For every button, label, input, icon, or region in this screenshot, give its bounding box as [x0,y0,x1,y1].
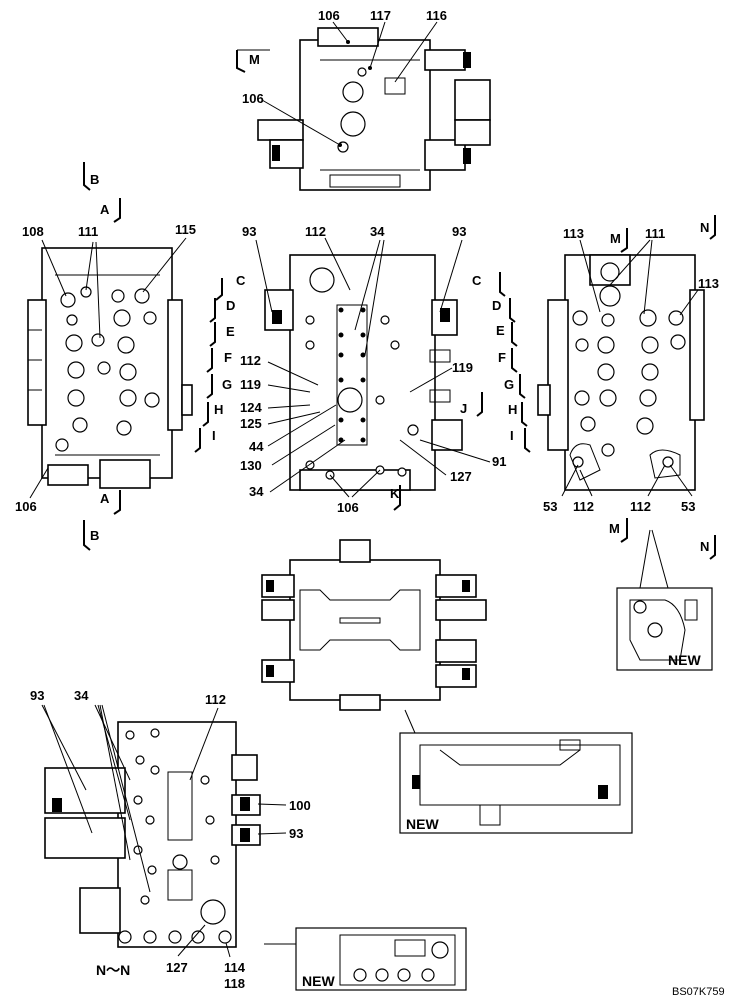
callout-115: 115 [175,222,196,237]
callout-125: 125 [240,416,262,431]
callout-34-center-top: 34 [370,224,385,239]
callout-112-center-left: 112 [240,353,261,368]
callout-106-left: 106 [15,499,37,514]
section-mark-k: K [390,486,400,501]
callout-93-nn-right: 93 [289,826,303,841]
section-mark-j: J [460,401,467,416]
callout-108: 108 [22,224,44,239]
top-view: 106 117 116 106 M [236,8,491,191]
callout-127-center: 127 [450,469,472,484]
center-valve-blocks [336,304,368,446]
callout-113-top: 113 [563,226,584,241]
new-tag-bottom: NEW [302,973,335,989]
callout-116: 116 [426,8,447,23]
inset-new-right: NEW [616,529,713,671]
callout-112-nn: 112 [205,692,226,707]
callout-119-center-left: 119 [240,377,261,392]
section-mark-n-top: N [700,220,709,235]
section-mark-d-left: D [226,298,235,313]
section-mark-i-right: I [510,428,514,443]
nn-bolt-holes [125,728,220,905]
section-mark-c-right: C [472,273,482,288]
callout-113-right: 113 [698,276,719,291]
callout-91: 91 [492,454,506,469]
callout-53-left: 53 [543,499,557,514]
callout-93-center-left: 93 [242,224,256,239]
section-mark-b-bottom: B [90,528,99,543]
section-mark-c-left: C [236,273,246,288]
section-mark-b-top: B [90,172,99,187]
section-mark-d-right: D [492,298,501,313]
left-port-holes [55,286,160,452]
callout-114: 114 [224,960,246,975]
callout-44: 44 [249,439,264,454]
section-mark-m-right-top: M [610,231,621,246]
inset-new-bottom: NEW [264,927,467,991]
drawing-code: BS07K759 [672,986,725,998]
callout-112-right-a: 112 [573,499,594,514]
callout-93-nn-top: 93 [30,688,44,703]
callout-119-center-right: 119 [452,360,473,375]
callout-112-center: 112 [305,224,326,239]
right-port-holes [572,309,686,468]
callout-100: 100 [289,798,311,813]
callout-127-nn: 127 [166,960,188,975]
nn-view-caption: N～N [96,962,130,978]
section-mark-n-bottom: N [700,539,709,554]
section-mark-m-right-bottom: M [609,521,620,536]
section-mark-i-left: I [212,428,216,443]
section-mark-h-right: H [508,402,517,417]
left-view: 108 111 115 106 B A A B [15,162,196,551]
section-mark-g-right: G [504,377,514,392]
section-mark-a-top: A [100,202,110,217]
callout-111-right: 111 [645,226,665,241]
new-tag-middle: NEW [406,816,439,832]
callout-112-right-b: 112 [630,499,651,514]
callout-106b: 106 [242,91,264,106]
nn-bottom-ports [118,930,232,944]
section-mark-h-left: H [214,402,223,417]
section-mark-e-left: E [226,324,235,339]
callout-117: 117 [370,8,391,23]
section-mark-a-bottom: A [100,491,110,506]
section-mark-g-left: G [222,377,232,392]
callout-111-left: 111 [78,224,98,239]
callout-124: 124 [240,400,262,415]
right-view: 113 111 113 53 112 112 53 M N M N [537,215,719,560]
callout-53-right: 53 [681,499,695,514]
center-right-section-marks [476,272,531,453]
callout-106-center: 106 [337,500,359,515]
center-left-section-marks [194,278,223,453]
section-mark-m-top: M [249,52,260,67]
nn-view: 93 34 112 100 93 127 114 118 N～N [30,688,311,991]
callout-130: 130 [240,458,262,473]
callout-34-nn: 34 [74,688,89,703]
section-mark-f-left: F [224,350,232,365]
section-mark-f-right: F [498,350,506,365]
callout-118: 118 [224,976,245,991]
callout-34-center-bottom: 34 [249,484,264,499]
section-mark-e-right: E [496,323,505,338]
callout-106a: 106 [318,8,340,23]
new-tag-right: NEW [668,652,701,668]
center-view: 93 112 34 93 112 119 124 125 44 130 34 1… [194,224,531,515]
callout-93-center-right: 93 [452,224,466,239]
inset-new-middle: NEW [399,709,633,834]
bottom-view-k [261,539,487,711]
